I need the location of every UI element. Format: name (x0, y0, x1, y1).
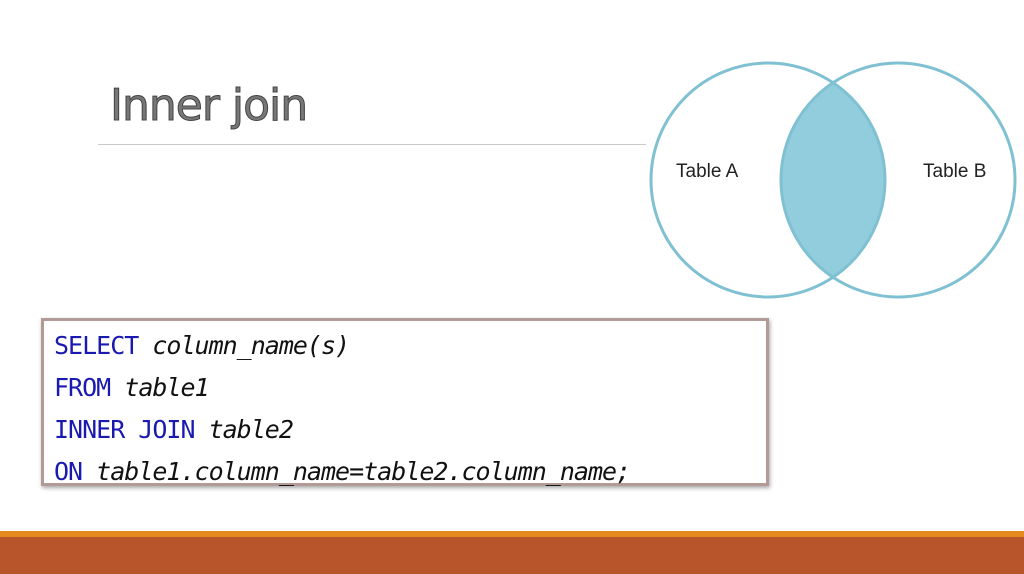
code-line: SELECT column_name(s) (54, 325, 766, 367)
footer-bar (0, 537, 1024, 574)
code-line: INNER JOIN table2 (54, 409, 766, 451)
intersection-region (781, 63, 885, 297)
code-line: FROM table1 (54, 367, 766, 409)
sql-text: table1.column_name=table2.column_name; (82, 457, 631, 486)
table-a-label: Table A (676, 161, 739, 182)
title-divider (98, 144, 646, 145)
sql-text: column_name(s) (138, 331, 350, 360)
slide-title: Inner join (109, 80, 308, 132)
sql-keyword: ON (54, 457, 83, 486)
sql-keyword: INNER JOIN (54, 415, 196, 444)
code-line: ON table1.column_name=table2.column_name… (54, 451, 766, 493)
sql-text: table2 (194, 415, 294, 444)
sql-keyword: FROM (54, 373, 111, 402)
sql-code-box: SELECT column_name(s) FROM table1 INNER … (41, 318, 769, 486)
table-b-label: Table B (923, 161, 986, 182)
footer-accent-stripe (0, 531, 1024, 537)
sql-keyword: SELECT (54, 331, 139, 360)
table-b-circle (779, 61, 1017, 299)
venn-diagram: Table A Table B (649, 61, 1017, 299)
sql-text: table1 (110, 373, 209, 402)
table-a-circle (649, 61, 887, 299)
